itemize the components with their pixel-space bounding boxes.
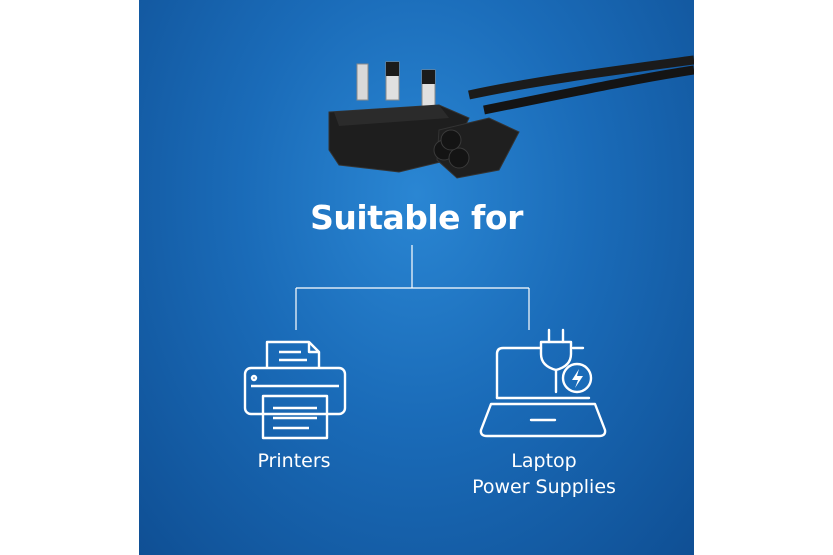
printers-label: Printers [257, 450, 331, 472]
product-infographic: Suitable for [139, 0, 694, 555]
laptop-plug-icon [479, 328, 607, 438]
suitable-for-heading: Suitable for [310, 198, 523, 237]
connector-lines [295, 245, 530, 330]
laptop-label-line2: Power Supplies [472, 476, 616, 498]
laptop-power-supplies-label: Laptop Power Supplies [429, 448, 659, 500]
printer-icon [243, 340, 347, 440]
uk-plug-cable-image [328, 55, 694, 179]
laptop-label-line1: Laptop [511, 450, 577, 472]
